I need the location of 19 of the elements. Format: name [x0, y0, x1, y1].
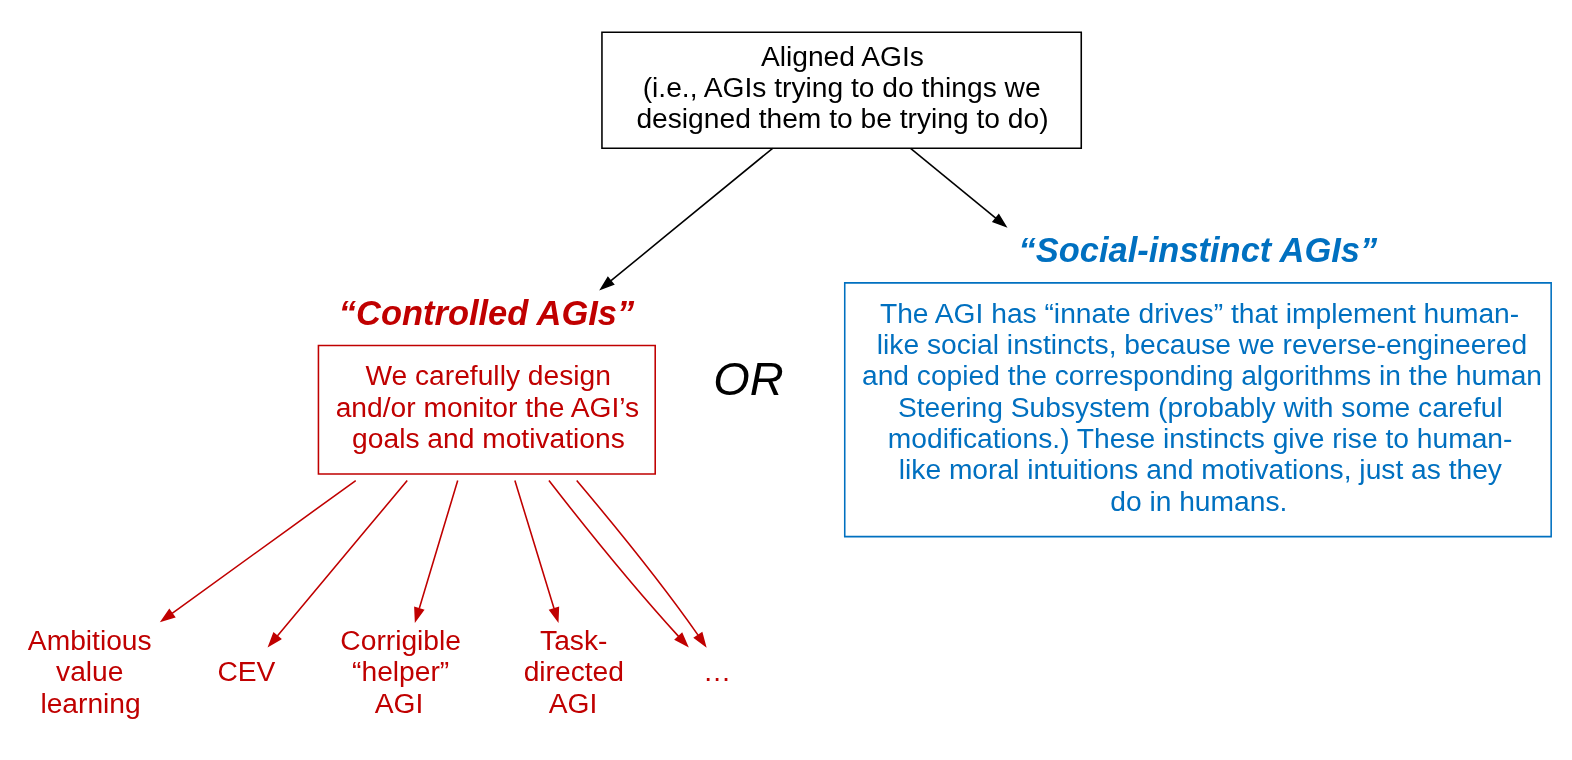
node-box: Aligned AGIs (i.e., AGIs trying to do things we designed them to be trying to do) [601, 31, 1083, 149]
node-text: … [702, 655, 732, 688]
node-label: “Controlled AGIs” [338, 293, 635, 332]
node-text: Ambitious value learning [27, 624, 152, 719]
arrow [909, 147, 1008, 228]
node-box: The AGI has “innate drives” that implement human-like social instincts, because we reverse-engineered and copied the corresponding algorithms in the human Steering Subsystem (probably with some careful modifications.) These instincts give rise to human-like moral intuitions and motivations, just as they do in humans. [843, 282, 1552, 538]
node-text: Task-directed AGI [523, 624, 624, 719]
arrow [159, 479, 357, 623]
node-label: “Social-instinct AGIs” [1018, 230, 1378, 269]
arrow [599, 147, 774, 291]
node-text: CEV [217, 655, 276, 688]
arrow [548, 479, 689, 648]
arrow [514, 479, 560, 624]
arrow [575, 479, 707, 648]
node-box: We carefully design and/or monitor the AGI’s goals and motivations [317, 344, 656, 475]
label: OR [713, 351, 784, 405]
node-text: Corrigible “helper” AGI [340, 624, 461, 719]
arrow [414, 479, 459, 624]
arrow [267, 479, 409, 648]
